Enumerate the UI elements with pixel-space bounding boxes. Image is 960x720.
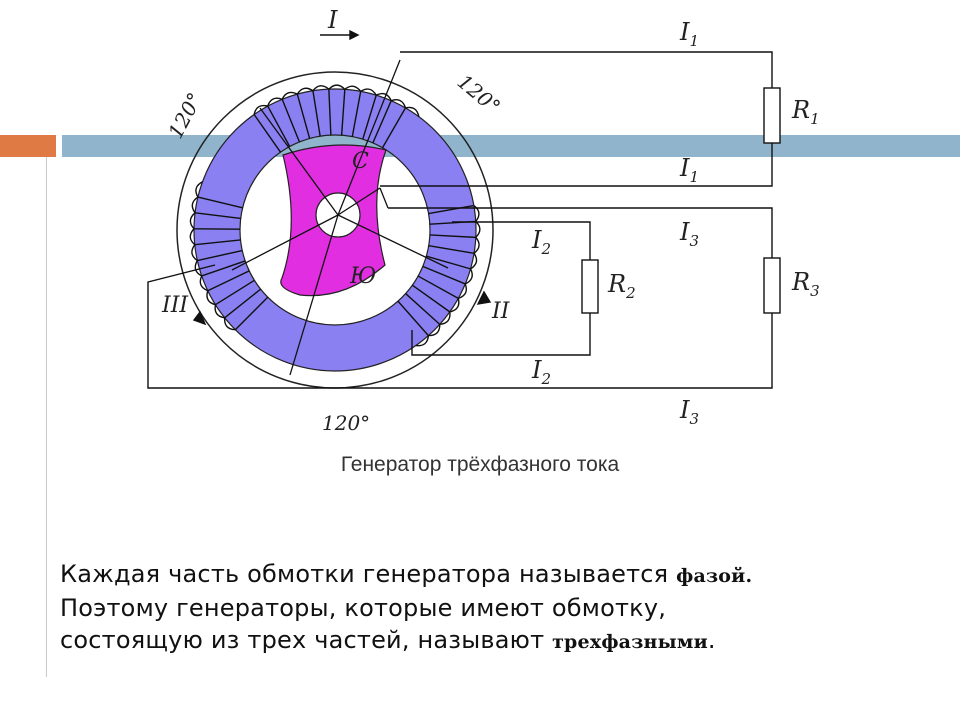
resistor-r2 — [581, 259, 599, 314]
paragraph-text-1: Каждая часть обмотки генератора называет… — [60, 560, 677, 588]
coil-loop — [405, 106, 420, 117]
coil-turn — [340, 89, 346, 136]
stator-outer-edge — [193, 88, 477, 372]
coil-turn — [411, 284, 451, 313]
coil-loop — [473, 204, 480, 222]
body-paragraph: Каждая часть обмотки генератора называет… — [60, 558, 940, 658]
coil-turn — [381, 107, 407, 149]
coil-loop — [473, 236, 480, 254]
paragraph-line-1: Каждая часть обмотки генератора называет… — [60, 558, 940, 592]
coil-turn — [312, 90, 321, 137]
term-three-phase: трехфазными — [552, 631, 708, 653]
coil-loop — [281, 91, 298, 100]
phase-label-two: II — [491, 299, 511, 324]
coil-turn — [197, 249, 243, 262]
coil-turn — [267, 105, 291, 147]
coil-loop — [415, 335, 430, 347]
coil-turn — [328, 89, 332, 136]
coil-loop — [375, 92, 392, 102]
coil-loop — [267, 97, 283, 107]
coil-turn — [194, 239, 241, 246]
coil-turn — [281, 99, 301, 143]
angle-label-left: 120° — [163, 89, 207, 143]
current-label-i2-bottom: I2 — [531, 356, 551, 388]
coil-loop — [253, 104, 268, 115]
coil-turn — [215, 279, 255, 306]
diagram-caption: Генератор трёхфазного тока — [340, 453, 620, 476]
coil-windings — [189, 84, 481, 347]
resistor-label-r1: R1 — [791, 96, 820, 128]
coil-loop — [195, 181, 203, 198]
coil-loop — [449, 298, 460, 313]
left-rule-line — [46, 157, 47, 677]
current-label-i1-top: I1 — [679, 18, 699, 50]
term-phase: фазой. — [676, 565, 753, 587]
coil-loop — [206, 290, 216, 306]
angle-label-bottom: 120° — [322, 411, 370, 435]
current-label-i2-top: I2 — [531, 226, 551, 258]
coil-turn — [351, 91, 362, 137]
stator-ring — [194, 89, 476, 371]
coil-loop — [223, 317, 236, 331]
coil-turn — [405, 293, 441, 325]
coil-turn — [197, 196, 243, 209]
coil-loop — [296, 87, 314, 95]
coil-turn — [201, 260, 246, 277]
coil-loop — [189, 212, 196, 230]
coil-turn — [194, 212, 241, 220]
external-circuit — [147, 51, 773, 389]
coil-loop — [470, 252, 478, 270]
coil-loop — [344, 85, 362, 92]
rotor-south-label: Ю — [349, 264, 376, 289]
coil-loop — [312, 85, 330, 92]
coil-loop — [390, 99, 407, 109]
current-label-i1-bottom: I1 — [679, 154, 699, 186]
coil-loop — [458, 283, 468, 300]
coil-turn — [428, 244, 475, 254]
coil-loop — [328, 84, 346, 90]
paragraph-text-3: состоящую из трех частей, называют — [60, 626, 553, 654]
resistor-label-r2: R2 — [607, 270, 636, 302]
coil-turn — [362, 94, 377, 140]
coil-loop — [191, 196, 199, 214]
paragraph-line-3: состоящую из трех частей, называют трехф… — [60, 624, 940, 658]
coil-turn — [234, 296, 269, 331]
current-label-i3-top: I3 — [679, 218, 699, 250]
coil-turn — [417, 275, 459, 299]
coil-turn — [422, 265, 466, 285]
rotor-north-label: С — [352, 149, 369, 174]
coil-loop — [439, 311, 451, 326]
resistor-r1 — [763, 87, 781, 144]
phase-arrows — [192, 29, 492, 326]
coil-loop — [428, 324, 441, 337]
accent-bar — [0, 135, 56, 157]
coil-turn — [428, 204, 474, 215]
coil-loop — [464, 268, 473, 285]
coil-turn — [397, 300, 429, 337]
coil-loop — [189, 228, 196, 246]
paragraph-tail: . — [707, 626, 716, 654]
winding-connections — [231, 59, 449, 376]
paragraph-line-2: Поэтому генераторы, которые имеют обмотк… — [60, 594, 667, 622]
coil-turn — [253, 114, 282, 153]
resistor-r3 — [763, 257, 781, 314]
stator-inner-edge — [239, 134, 431, 326]
coil-loop — [191, 244, 198, 262]
coil-turn — [207, 270, 250, 292]
generator-diagram: I II III 120° 120° 120° С Ю I1 I1 I3 I3 … — [147, 6, 820, 435]
angle-label-right: 120° — [453, 69, 505, 118]
phase-label-one: I — [327, 6, 338, 34]
coil-loop — [360, 88, 377, 96]
coil-turn — [429, 234, 476, 239]
coil-turn — [426, 255, 471, 270]
current-label-i3-bottom: I3 — [679, 396, 699, 428]
coil-loop — [475, 220, 481, 238]
resistor-label-r3: R3 — [791, 268, 820, 300]
coil-loop — [214, 304, 225, 319]
coil-turn — [296, 93, 311, 139]
coil-loop — [199, 275, 209, 292]
phase-label-three: III — [161, 293, 189, 318]
coil-turn — [224, 288, 262, 319]
coil-turn — [372, 100, 392, 144]
